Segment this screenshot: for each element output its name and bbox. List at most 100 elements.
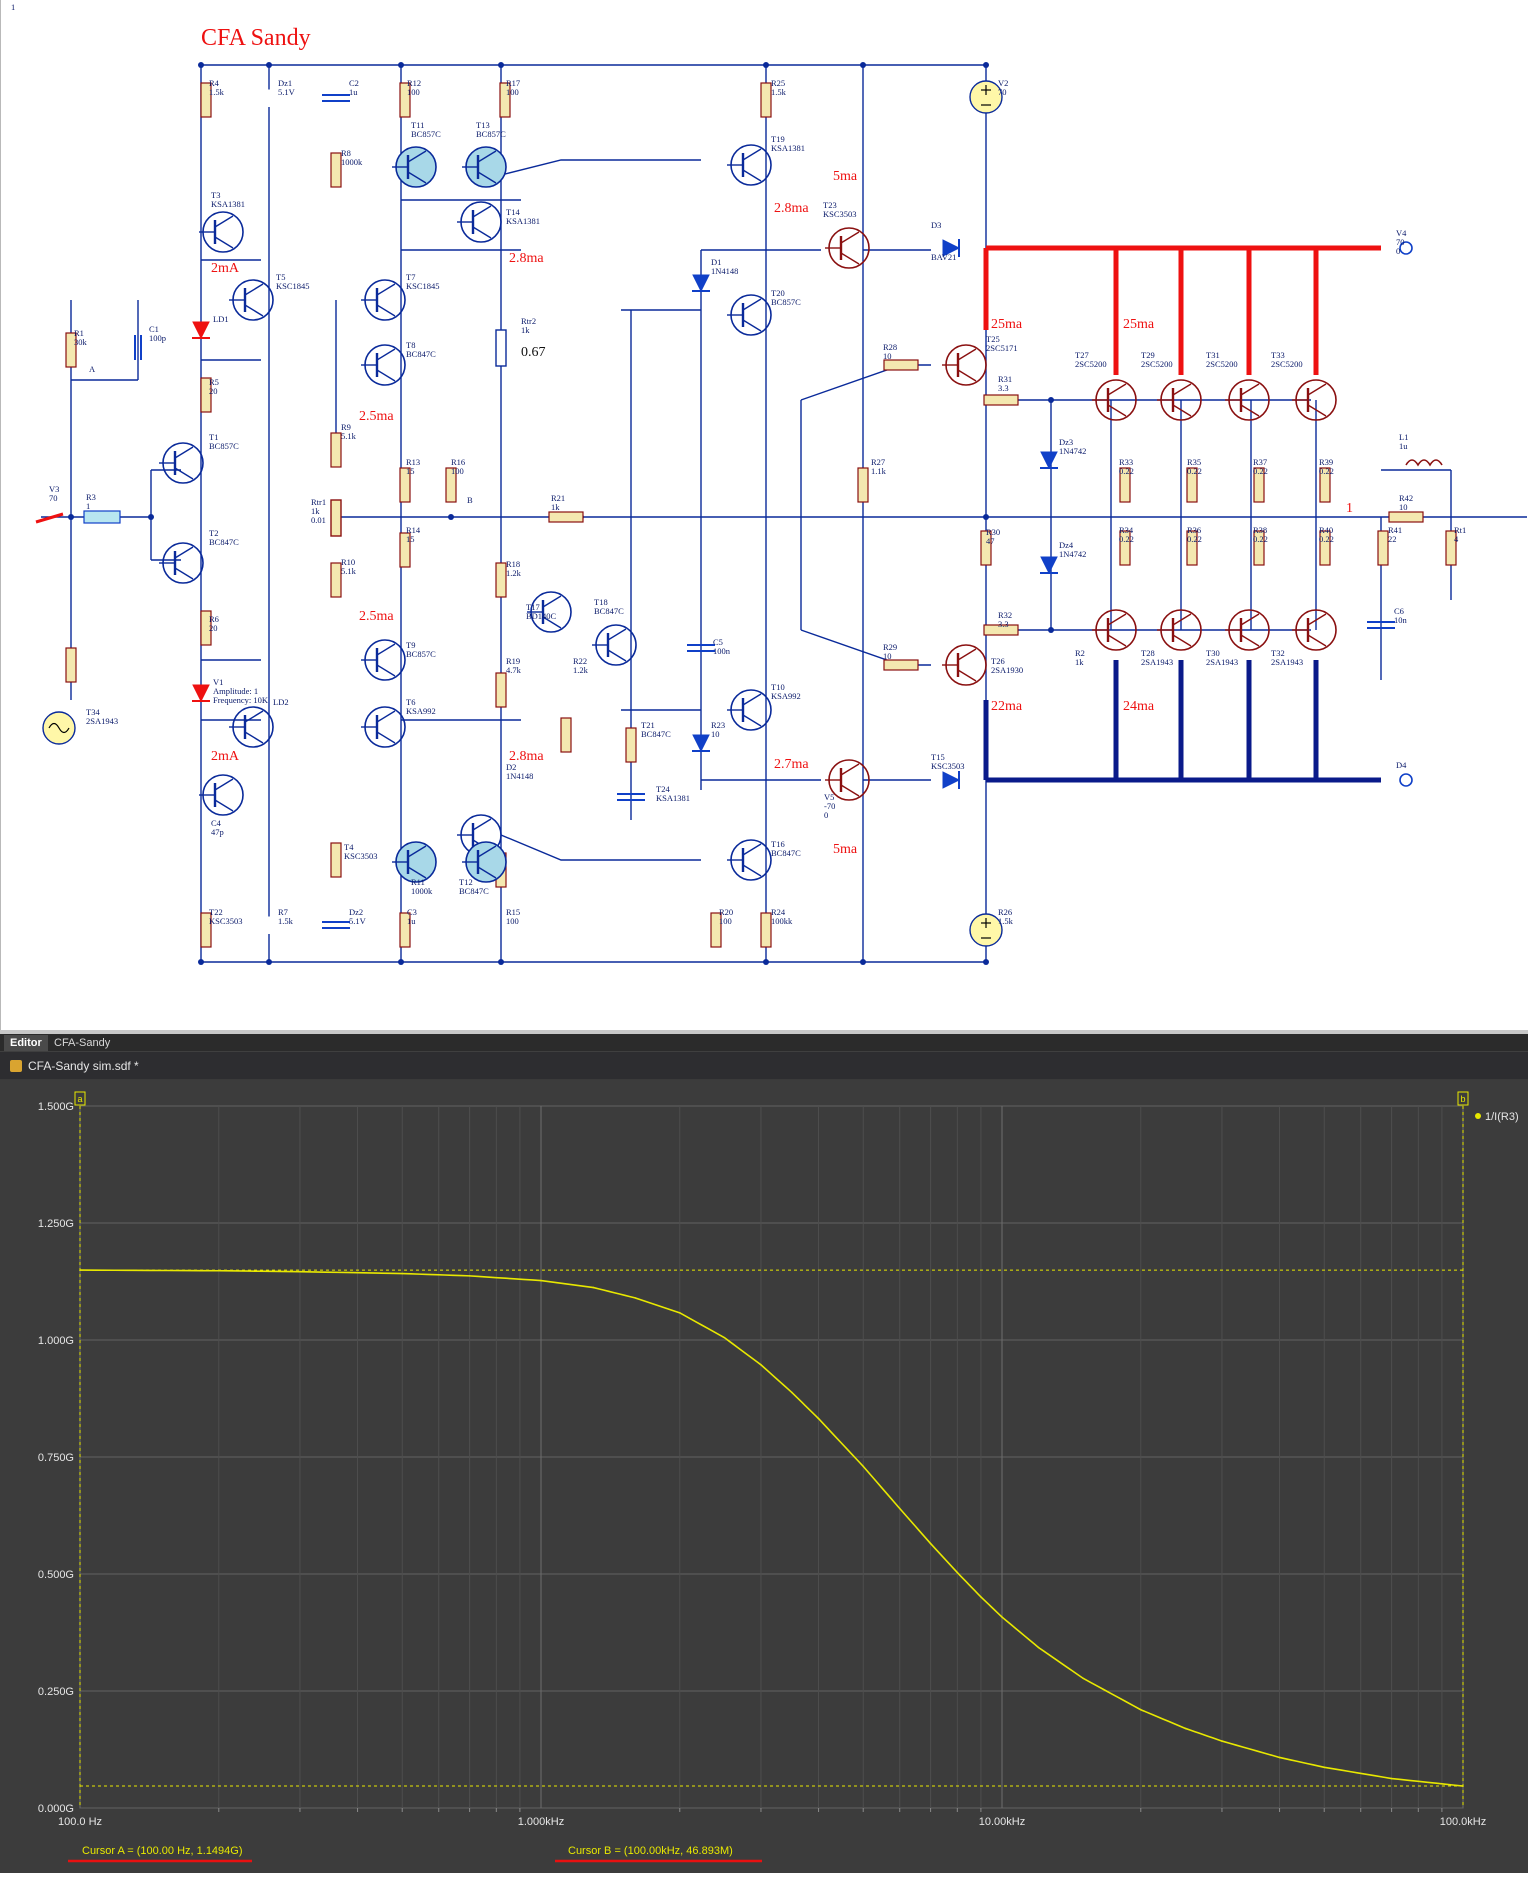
capacitor[interactable] (134, 335, 142, 360)
transistor[interactable] (825, 227, 870, 269)
resistor[interactable] (495, 672, 507, 708)
resistor[interactable] (399, 467, 411, 503)
resistor[interactable] (445, 467, 457, 503)
transistor[interactable] (942, 344, 987, 386)
resistor[interactable] (1186, 467, 1198, 503)
transistor[interactable] (159, 542, 204, 584)
resistor[interactable] (1119, 467, 1131, 503)
resistor[interactable] (200, 912, 212, 948)
capacitor[interactable] (687, 644, 715, 652)
diode-d4[interactable] (942, 771, 961, 789)
transistor[interactable] (527, 591, 572, 633)
resistor[interactable] (330, 432, 342, 468)
resistor[interactable] (560, 717, 572, 753)
transistor[interactable] (1157, 609, 1202, 651)
cursor-b[interactable]: b (80, 1091, 1469, 1808)
inductor[interactable] (1405, 459, 1443, 467)
transistor[interactable] (1292, 609, 1337, 651)
zener-dz4[interactable] (1040, 556, 1058, 575)
transistor[interactable] (592, 624, 637, 666)
resistor[interactable] (710, 912, 722, 948)
cursor-b-handle[interactable] (1457, 1091, 1469, 1106)
trimmer-rtr2[interactable] (495, 329, 507, 367)
transistor[interactable] (727, 294, 772, 336)
transistor[interactable] (727, 144, 772, 186)
transistor[interactable] (361, 706, 406, 748)
cursor-a-handle[interactable] (74, 1091, 86, 1106)
tab-editor[interactable]: Editor (4, 1035, 48, 1051)
resistor[interactable] (65, 647, 77, 683)
resistor[interactable] (399, 912, 411, 948)
document-title[interactable]: CFA-Sandy sim.sdf * (28, 1059, 139, 1073)
capacitor[interactable] (322, 94, 350, 102)
capacitor[interactable] (617, 793, 645, 801)
transistor[interactable] (727, 839, 772, 881)
output-terminal[interactable] (1399, 773, 1413, 787)
resistor[interactable] (499, 82, 511, 118)
zener-dz1[interactable] (260, 89, 278, 108)
resistor[interactable] (83, 510, 121, 524)
tab-cfa-sandy[interactable]: CFA-Sandy (54, 1037, 111, 1049)
resistor[interactable] (399, 532, 411, 568)
resistor[interactable] (495, 562, 507, 598)
diode-d2[interactable] (692, 734, 710, 753)
transistor[interactable] (825, 759, 870, 801)
resistor[interactable] (65, 332, 77, 368)
resistor[interactable] (625, 727, 637, 763)
resistor[interactable] (983, 394, 1019, 406)
resistor[interactable] (1319, 530, 1331, 566)
led-ld1[interactable] (192, 321, 210, 340)
transistor[interactable] (462, 841, 507, 883)
transistor[interactable] (1225, 609, 1270, 651)
resistor[interactable] (330, 562, 342, 598)
resistor[interactable] (1388, 511, 1424, 523)
led-ld2[interactable] (192, 684, 210, 703)
transistor[interactable] (727, 689, 772, 731)
legend[interactable]: 1/I(R3) (1475, 1111, 1519, 1123)
transistor[interactable] (1157, 379, 1202, 421)
resistor[interactable] (548, 511, 584, 523)
dc-source[interactable] (969, 80, 1003, 114)
ac-source[interactable] (42, 711, 76, 745)
transistor[interactable] (199, 774, 244, 816)
resistor[interactable] (1119, 530, 1131, 566)
chart[interactable]: 0.000G0.250G0.500G0.750G1.000G1.250G1.50… (0, 1080, 1528, 1873)
transistor[interactable] (159, 442, 204, 484)
zener-dz2[interactable] (260, 916, 278, 935)
panel-splitter[interactable] (0, 1030, 1528, 1034)
zener-dz3[interactable] (1040, 451, 1058, 470)
resistor[interactable] (200, 377, 212, 413)
transistor[interactable] (229, 279, 274, 321)
transistor[interactable] (457, 201, 502, 243)
resistor[interactable] (760, 82, 772, 118)
resistor[interactable] (1253, 467, 1265, 503)
resistor[interactable] (1186, 530, 1198, 566)
transistor[interactable] (942, 644, 987, 686)
transistor[interactable] (1225, 379, 1270, 421)
resistor[interactable] (980, 530, 992, 566)
transistor[interactable] (229, 706, 274, 748)
transistor[interactable] (361, 639, 406, 681)
legend-label[interactable]: 1/I(R3) (1485, 1111, 1519, 1123)
capacitor[interactable] (1367, 621, 1395, 629)
cursor-a[interactable]: a (74, 1091, 1463, 1808)
transistor[interactable] (1292, 379, 1337, 421)
resistor[interactable] (1445, 530, 1457, 566)
resistor[interactable] (330, 842, 342, 878)
transistor[interactable] (392, 146, 437, 188)
transistor[interactable] (361, 344, 406, 386)
diode-d1[interactable] (692, 274, 710, 293)
output-terminal[interactable] (1399, 241, 1413, 255)
capacitor[interactable] (322, 921, 350, 929)
resistor[interactable] (1319, 467, 1331, 503)
resistor[interactable] (883, 359, 919, 371)
trimmer-rtr1[interactable] (330, 499, 342, 537)
resistor[interactable] (200, 610, 212, 646)
resistor[interactable] (857, 467, 869, 503)
resistor[interactable] (330, 152, 342, 188)
transistor[interactable] (1092, 379, 1137, 421)
transistor[interactable] (462, 146, 507, 188)
